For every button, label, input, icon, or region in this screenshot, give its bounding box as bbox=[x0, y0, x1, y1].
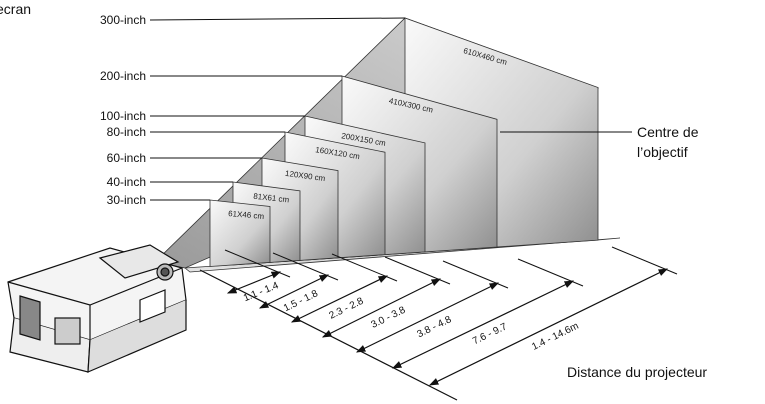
inch-label: 80-inch bbox=[107, 125, 146, 139]
projector-illustration bbox=[7, 244, 187, 373]
inch-label: 100-inch bbox=[100, 109, 146, 123]
distance-value: 1.4 - 14.6m bbox=[530, 321, 580, 353]
screen-size-label: 61X46 cm bbox=[228, 209, 265, 221]
extension-line bbox=[611, 246, 678, 275]
inch-label: 60-inch bbox=[107, 151, 146, 165]
extension-line bbox=[517, 258, 584, 287]
lens-center-label-2: l’objectif bbox=[637, 144, 688, 160]
distance-label: Distance du projecteur bbox=[567, 364, 707, 380]
distance-value: 1.5 - 1.8 bbox=[282, 288, 320, 314]
distance-value: 2.3 - 2.8 bbox=[327, 296, 365, 322]
header-fragment: ecran bbox=[0, 1, 31, 17]
lens-center-label-1: Centre de bbox=[637, 124, 699, 140]
inch-label: 40-inch bbox=[107, 175, 146, 189]
distance-value: 3.8 - 4.8 bbox=[415, 314, 453, 340]
screen-30-inch bbox=[209, 199, 271, 267]
screen-size-label: 81X61 cm bbox=[253, 192, 290, 205]
inch-label: 30-inch bbox=[107, 193, 146, 207]
inch-pointer-line bbox=[149, 17, 406, 21]
distance-arrow bbox=[391, 280, 575, 369]
extension-line bbox=[442, 260, 509, 289]
distance-value: 3.0 - 3.8 bbox=[370, 304, 408, 330]
inch-label: 200-inch bbox=[100, 69, 146, 83]
distance-arrow bbox=[428, 268, 669, 386]
distance-value: 7.6 - 9.7 bbox=[471, 321, 509, 347]
inch-label: 300-inch bbox=[100, 13, 146, 27]
